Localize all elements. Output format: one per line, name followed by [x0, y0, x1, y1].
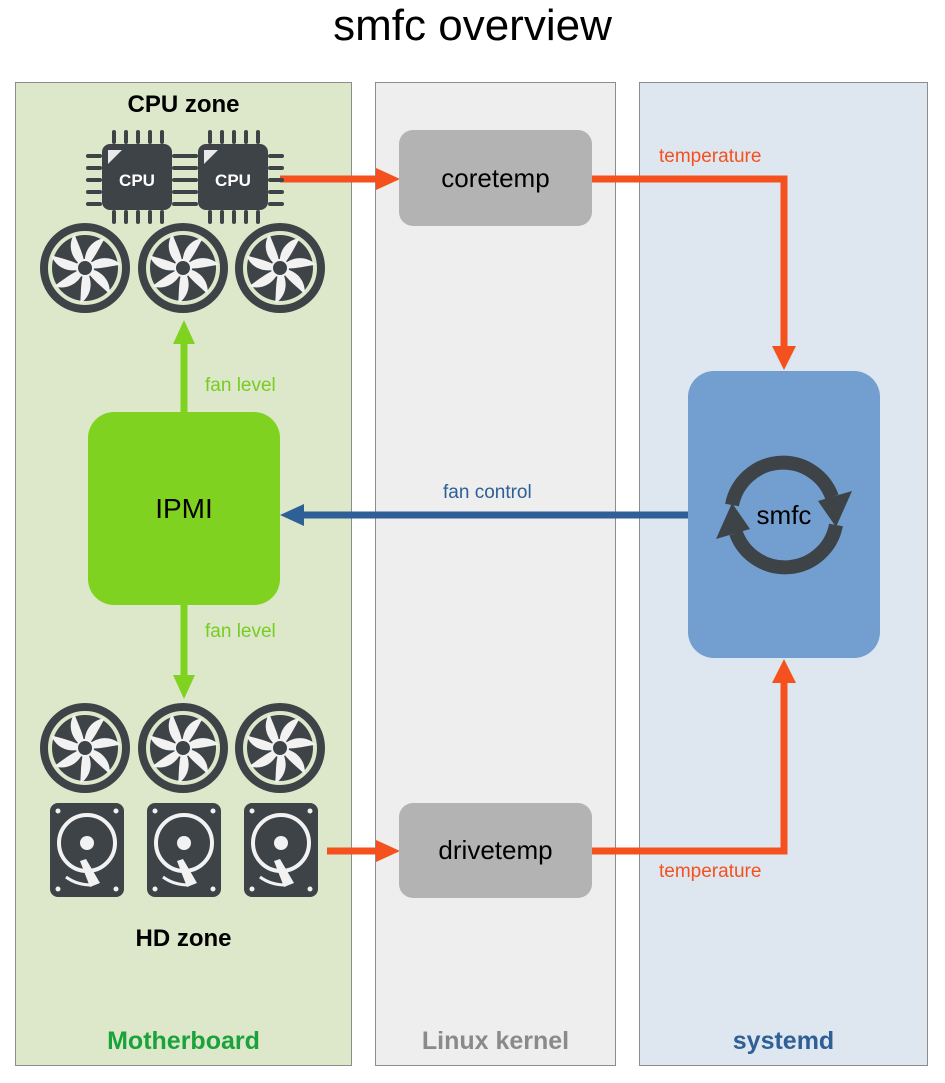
motherboard-label: Motherboard — [107, 1027, 260, 1055]
smfc-node: smfc — [688, 371, 880, 658]
fan-icon — [234, 222, 326, 314]
hard-drive-icon — [242, 801, 320, 899]
coretemp-to-smfc-arrow — [592, 175, 796, 370]
fan-icon — [137, 702, 229, 794]
hd-to-drivetemp-arrow — [327, 840, 400, 862]
hd-zone-title: HD zone — [135, 925, 232, 952]
cpu-chip-text: CPU — [215, 171, 251, 190]
cpu-chip-icon: CPU — [86, 130, 188, 224]
linux-kernel-column: Linux kernel — [375, 82, 616, 1066]
drivetemp-to-smfc-arrow — [592, 659, 796, 855]
fan-level-label-down: fan level — [205, 621, 276, 642]
hard-drive-icon — [145, 801, 223, 899]
fan-level-label-up: fan level — [205, 375, 276, 396]
fan-icon — [137, 222, 229, 314]
cpu-zone-title: CPU zone — [127, 91, 240, 118]
refresh-cycle-icon — [716, 455, 852, 575]
hard-drive-icon — [48, 801, 126, 899]
ipmi-to-cpu-fans-arrow — [173, 320, 195, 412]
ipmi-to-hd-fans-arrow — [173, 605, 195, 699]
linux-kernel-label: Linux kernel — [421, 1027, 570, 1055]
cpu-chip-text: CPU — [119, 171, 155, 190]
temperature-label-top: temperature — [659, 146, 762, 167]
drivetemp-node: drivetemp — [399, 803, 592, 898]
cpu-chip-icon: CPU — [182, 130, 284, 224]
ipmi-node: IPMI — [88, 412, 280, 605]
fan-icon — [39, 702, 131, 794]
fan-control-label: fan control — [443, 482, 532, 503]
fan-icon — [39, 222, 131, 314]
cpu-to-coretemp-arrow — [280, 168, 400, 190]
page-title: smfc overview — [333, 1, 612, 50]
smfc-label: smfc — [756, 500, 812, 530]
smfc-to-ipmi-arrow — [280, 504, 688, 526]
coretemp-node: coretemp — [399, 130, 592, 226]
fan-icon — [234, 702, 326, 794]
systemd-label: systemd — [732, 1027, 835, 1055]
temperature-label-bottom: temperature — [659, 861, 762, 882]
